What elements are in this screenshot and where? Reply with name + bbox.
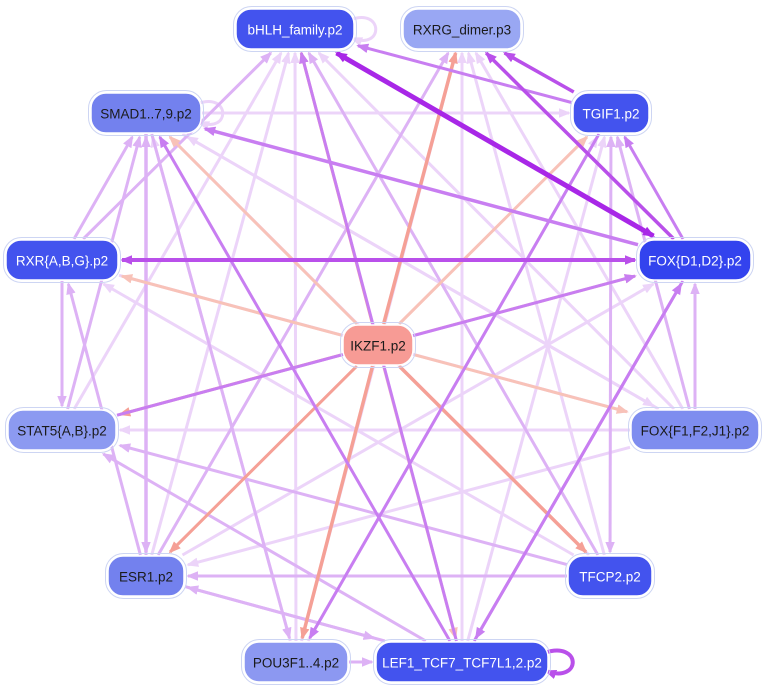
node-ring bbox=[400, 6, 524, 52]
node-label-LEF1: LEF1_TCF7_TCF7L1,2.p2 bbox=[382, 656, 542, 671]
edge-IKZF1-TFCP2 bbox=[397, 364, 588, 554]
node-box bbox=[235, 8, 355, 50]
node-label-POU3F1: POU3F1..4.p2 bbox=[253, 656, 339, 671]
node-box bbox=[638, 239, 752, 281]
edge-POU3F1-bHLH bbox=[290, 51, 300, 642]
node-ring bbox=[570, 90, 652, 136]
node-ring bbox=[88, 90, 204, 136]
edge-IKZF1-RXR bbox=[120, 274, 343, 337]
node-box bbox=[107, 555, 185, 597]
node-STAT5[interactable]: STAT5{A,B}.p2 bbox=[5, 407, 119, 453]
node-box bbox=[402, 8, 522, 50]
edge-TFCP2-TGIF bbox=[605, 135, 616, 554]
edge-ESR1-FOXD bbox=[181, 282, 655, 557]
node-label-TFCP2: TFCP2.p2 bbox=[579, 570, 641, 585]
node-label-RXR: RXR{A,B,G}.p2 bbox=[16, 254, 108, 269]
node-ring bbox=[233, 6, 357, 52]
edge-TFCP2-STAT5 bbox=[118, 443, 568, 566]
node-ring bbox=[105, 553, 187, 599]
edge-ESR1-LEF1 bbox=[184, 585, 376, 640]
node-label-bHLH: bHLH_family.p2 bbox=[247, 23, 342, 38]
node-ring bbox=[5, 407, 119, 453]
node-box bbox=[567, 555, 653, 597]
node-box bbox=[375, 641, 549, 683]
node-box bbox=[572, 92, 650, 134]
node-ESR1[interactable]: ESR1.p2 bbox=[105, 553, 187, 599]
node-label-RXRG: RXRG_dimer.p3 bbox=[413, 23, 511, 38]
node-layer: bHLH_family.p2 RXRG_dimer.p3SMAD1..7,9.p2… bbox=[3, 6, 762, 685]
node-label-IKZF1: IKZF1.p2 bbox=[350, 339, 406, 354]
node-label-FOXF: FOX{F1,F2,J1}.p2 bbox=[641, 424, 750, 439]
node-box bbox=[243, 641, 349, 683]
node-label-STAT5: STAT5{A,B}.p2 bbox=[17, 424, 107, 439]
node-box bbox=[342, 324, 414, 366]
node-RXRG[interactable]: RXRG_dimer.p3 bbox=[400, 6, 524, 52]
node-ring bbox=[628, 407, 762, 453]
node-ring bbox=[241, 639, 351, 685]
node-box bbox=[5, 239, 119, 281]
edge-FOXD-bHLH bbox=[334, 50, 656, 239]
edge-TFCP2-bHLH bbox=[307, 51, 600, 556]
edge-ESR1-RXRG bbox=[156, 51, 450, 556]
edge-LEF1-FOXD bbox=[472, 282, 683, 642]
node-ring bbox=[373, 639, 551, 685]
edge-IKZF1-POU3F1 bbox=[300, 365, 375, 640]
edge-IKZF1-RXRG bbox=[381, 51, 458, 325]
node-ring bbox=[565, 553, 655, 599]
edge-FOXF-SMAD bbox=[186, 135, 660, 411]
node-FOXF[interactable]: FOX{F1,F2,J1}.p2 bbox=[628, 407, 762, 453]
node-label-TGIF: TGIF1.p2 bbox=[582, 107, 639, 122]
self-loop-edge-bHLH bbox=[349, 16, 378, 47]
edge-TFCP2-RXR bbox=[102, 282, 575, 557]
self-loop-edge-SMAD bbox=[196, 100, 225, 131]
edge-IKZF1-ESR1 bbox=[168, 364, 358, 554]
node-ring bbox=[340, 322, 416, 368]
node-box bbox=[630, 409, 760, 451]
edge-IKZF1-FOXF bbox=[413, 353, 629, 414]
edge-IKZF1-SMAD bbox=[168, 135, 359, 326]
edge-LEF1-SMAD bbox=[158, 135, 452, 642]
node-SMAD[interactable]: SMAD1..7,9.p2 bbox=[88, 90, 204, 136]
node-label-SMAD: SMAD1..7,9.p2 bbox=[100, 107, 192, 122]
node-TGIF[interactable]: TGIF1.p2 bbox=[570, 90, 652, 136]
node-POU3F1[interactable]: POU3F1..4.p2 bbox=[241, 639, 351, 685]
node-box bbox=[90, 92, 202, 134]
node-box bbox=[7, 409, 117, 451]
node-RXR[interactable]: RXR{A,B,G}.p2 bbox=[3, 237, 121, 283]
node-ring bbox=[636, 237, 754, 283]
node-bHLH[interactable]: bHLH_family.p2 bbox=[233, 6, 357, 52]
node-IKZF1[interactable]: IKZF1.p2 bbox=[340, 322, 416, 368]
edge-RXR-SMAD bbox=[72, 135, 134, 240]
node-FOXD[interactable]: FOX{D1,D2}.p2 bbox=[636, 237, 754, 283]
self-loop-edge-LEF1 bbox=[543, 648, 575, 679]
node-ring bbox=[3, 237, 121, 283]
node-label-FOXD: FOX{D1,D2}.p2 bbox=[648, 254, 742, 269]
node-LEF1[interactable]: LEF1_TCF7_TCF7L1,2.p2 bbox=[373, 639, 551, 685]
node-label-ESR1: ESR1.p2 bbox=[119, 570, 173, 585]
node-TFCP2[interactable]: TFCP2.p2 bbox=[565, 553, 655, 599]
